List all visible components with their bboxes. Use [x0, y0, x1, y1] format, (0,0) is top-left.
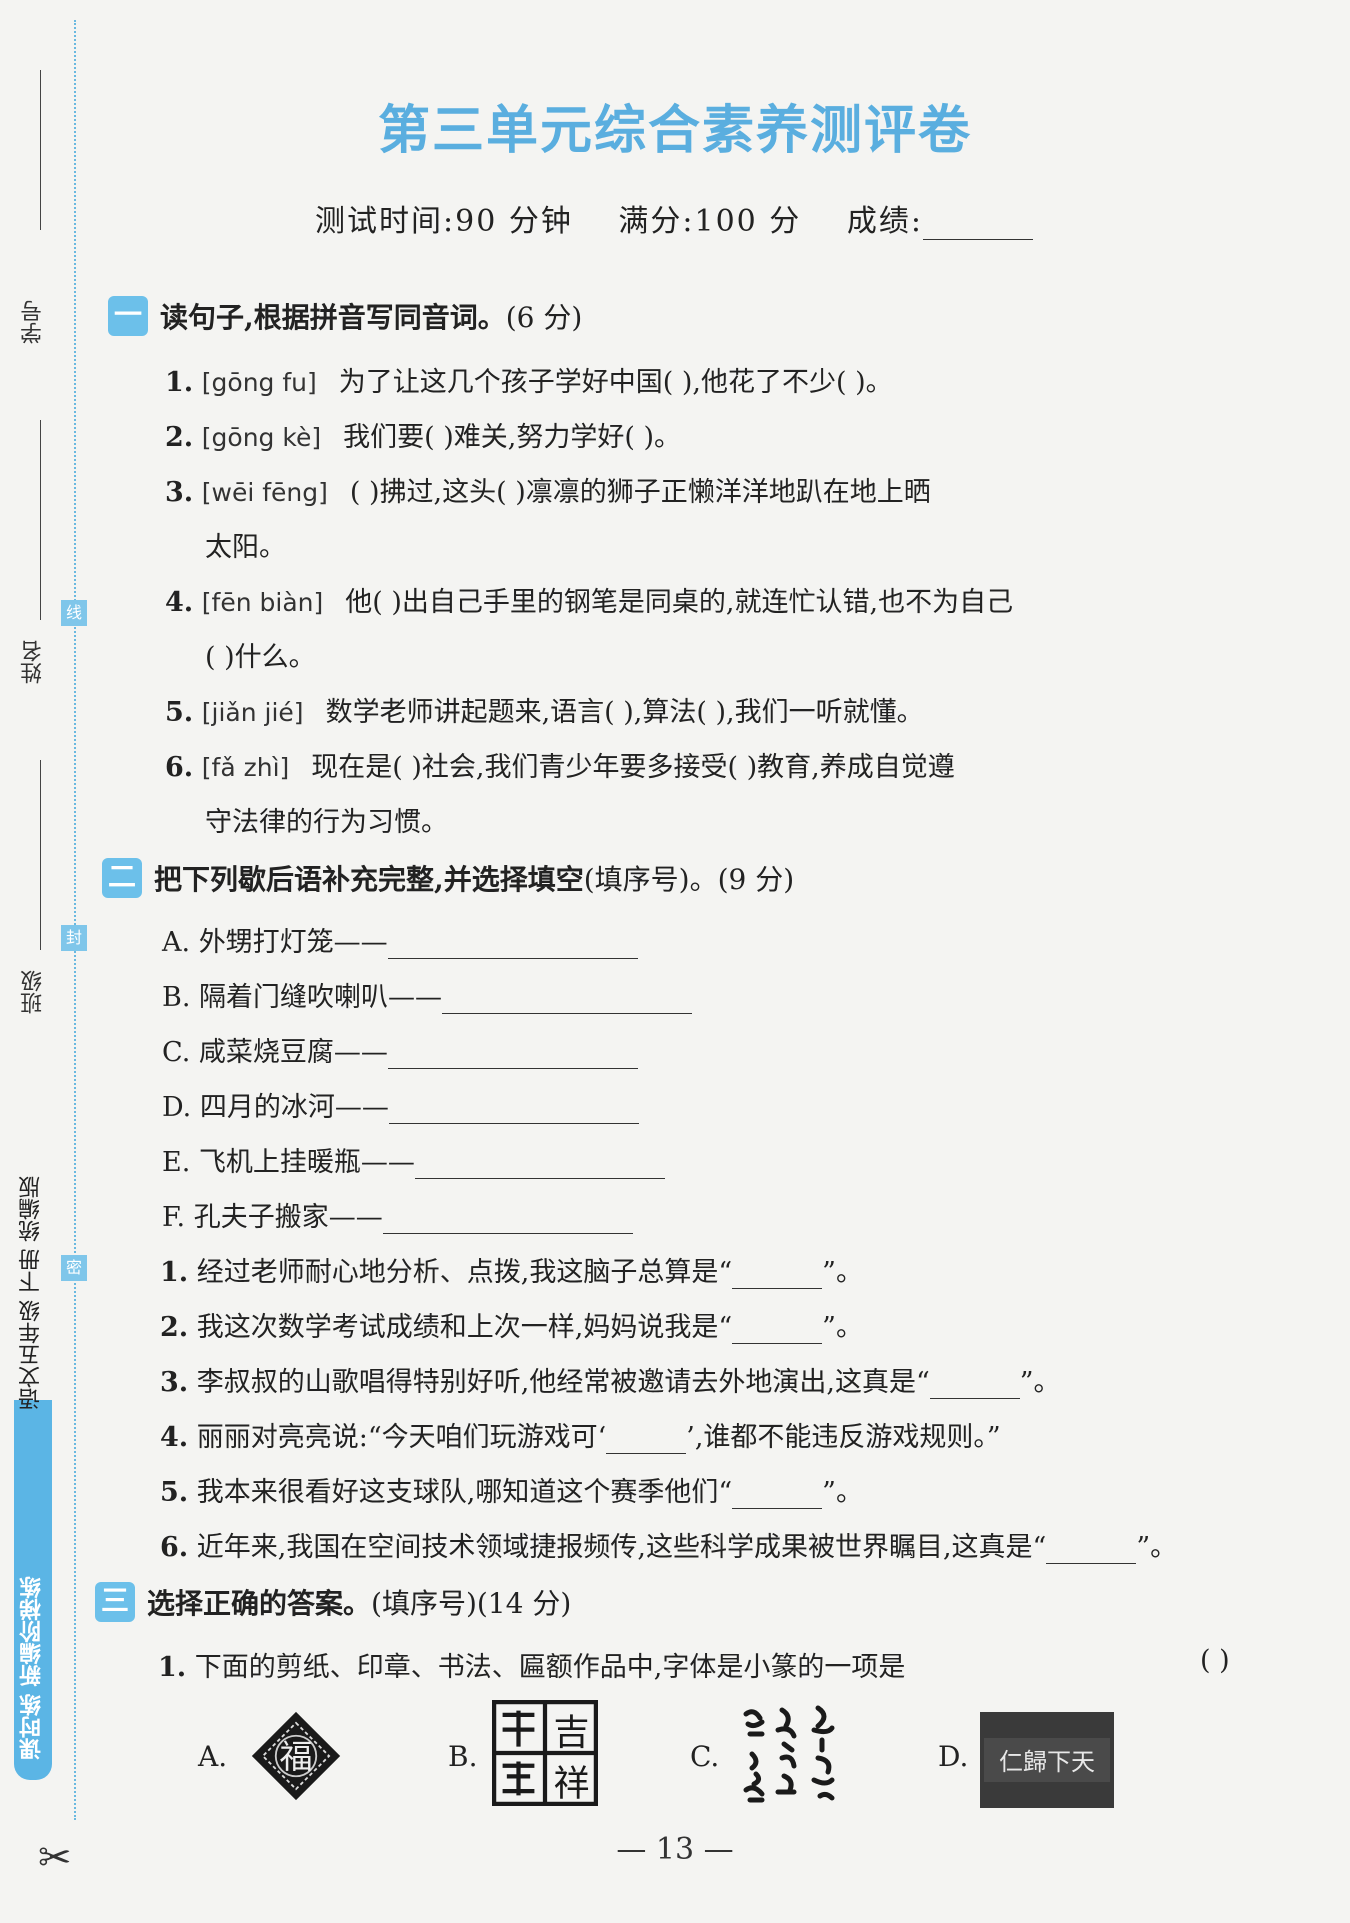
papercut-character: 福 [279, 1737, 312, 1776]
section-3-heading: 三 选择正确的答案。 (填序号)(14 分) [95, 1582, 571, 1622]
choice-b-label[interactable]: B. [448, 1740, 478, 1773]
s1-item-1: 1. [gōng fu]为了让这几个孩子学好中国( ),他花了不少( )。 [165, 367, 893, 398]
cut-tag-line: 线 [61, 600, 87, 626]
name-line [40, 420, 41, 620]
s2-item-6-blank[interactable] [1046, 1541, 1137, 1564]
page-title: 第三单元综合素养测评卷 [377, 100, 972, 161]
s3-question-1-answer[interactable]: ( ) [1200, 1645, 1230, 1676]
binding-margin: 学号 姓名 班级 线 封 密 语文五年级 下册 统编版 课时练 新编阶梯练 ✂ [0, 0, 87, 1923]
s2-item-4: 4. 丽丽对亮亮说:“今天咱们玩游戏可‘’,谁都不能违反游戏规则。” [160, 1422, 1001, 1454]
brand-text: 语文五年级 下册 统编版 [19, 1176, 44, 1410]
s2-item-2: 2. 我这次数学考试成绩和上次一样,妈妈说我是“”。 [160, 1312, 863, 1344]
s1-item-3-cont: 太阳。 [205, 532, 286, 563]
section-2-title: 把下列歇后语补充完整,并选择填空 [154, 863, 584, 896]
s1-item-2: 2. [gōng kè]我们要( )难关,努力学好( )。 [165, 422, 681, 453]
class-line [40, 760, 41, 950]
s2-option-b-blank[interactable] [442, 991, 693, 1014]
s3-question-1: 1. 下面的剪纸、印章、书法、匾额作品中,字体是小篆的一项是 [158, 1652, 906, 1683]
plaque-text: 仁歸下天 [999, 1748, 1095, 1776]
s2-option-d: D. 四月的冰河—— [162, 1085, 639, 1124]
brand-band [14, 1400, 52, 1780]
section-2-sub: (填序号)。(9 分) [583, 863, 795, 896]
s2-option-c-blank[interactable] [387, 1046, 638, 1069]
papercut-fu-image: 福 [251, 1711, 341, 1801]
full-score-label: 满分:100 分 [618, 204, 802, 239]
s1-item-4-cont: ( )什么。 [205, 642, 316, 673]
score-label: 成绩: [846, 204, 923, 239]
time-label: 测试时间:90 分钟 [315, 204, 573, 239]
cut-line [74, 20, 76, 1820]
choice-d-label[interactable]: D. [938, 1740, 969, 1773]
s1-item-6: 6. [fǎ zhì]现在是( )社会,我们青少年要多接受( )教育,养成自觉遵 [165, 752, 955, 783]
student-no-label: 学号 [21, 300, 46, 344]
plaque-image: 仁歸下天 [980, 1712, 1114, 1808]
section-1-title: 读句子,根据拼音写同音词。 [160, 301, 506, 334]
section-1-heading: 一 读句子,根据拼音写同音词。 (6 分) [108, 296, 582, 336]
s2-item-4-blank[interactable] [606, 1431, 687, 1454]
exam-meta: 测试时间:90 分钟 满分:100 分 成绩: [315, 196, 1067, 240]
seal-character-1: 吉 [553, 1713, 589, 1754]
student-no-line [40, 70, 41, 230]
page-number: — 13 — [616, 1832, 734, 1867]
section-3-title: 选择正确的答案。 [147, 1587, 372, 1620]
s3-image-choices: A. 福 B. 吉 祥 C. [0, 1700, 1350, 1810]
choice-c-label[interactable]: C. [690, 1740, 720, 1773]
section-2-heading: 二 把下列歇后语补充完整,并选择填空 (填序号)。(9 分) [102, 858, 794, 898]
s2-item-2-blank[interactable] [732, 1321, 823, 1344]
section-2-badge: 二 [102, 858, 142, 898]
s2-option-d-blank[interactable] [388, 1101, 639, 1124]
scissors-icon: ✂ [38, 1835, 72, 1881]
s2-option-e: E. 飞机上挂暖瓶—— [162, 1140, 665, 1179]
s2-option-a-blank[interactable] [387, 936, 638, 959]
section-3-sub: (填序号)(14 分) [371, 1587, 572, 1620]
s2-item-5: 5. 我本来很看好这支球队,哪知道这个赛季他们“”。 [160, 1477, 863, 1509]
cut-tag-secret: 密 [61, 1255, 87, 1281]
s2-option-a: A. 外甥打灯笼—— [162, 920, 638, 959]
s2-option-c: C. 咸菜烧豆腐—— [162, 1030, 638, 1069]
choice-a-label[interactable]: A. [198, 1740, 228, 1773]
section-1-badge: 一 [108, 296, 148, 336]
name-label: 姓名 [21, 640, 46, 684]
s1-item-4: 4. [fēn biàn]他( )出自己手里的钢笔是同桌的,就连忙认错,也不为自… [165, 587, 1014, 618]
s2-option-e-blank[interactable] [414, 1156, 665, 1179]
s2-item-3-blank[interactable] [929, 1376, 1020, 1399]
s2-option-f-blank[interactable] [382, 1211, 633, 1234]
section-3-badge: 三 [95, 1582, 135, 1622]
calligraphy-image [743, 1705, 835, 1803]
s1-item-6-cont: 守法律的行为习惯。 [205, 807, 448, 838]
s1-item-5: 5. [jiǎn jié]数学老师讲起题来,语言( ),算法( ),我们一听就懂… [165, 697, 924, 728]
seal-character-2: 祥 [553, 1763, 589, 1804]
s2-item-5-blank[interactable] [732, 1486, 823, 1509]
s2-item-1: 1. 经过老师耐心地分析、点拨,我这脑子总算是“”。 [160, 1257, 863, 1289]
s2-item-3: 3. 李叔叔的山歌唱得特别好听,他经常被邀请去外地演出,这真是“”。 [160, 1367, 1061, 1399]
s2-item-1-blank[interactable] [732, 1266, 823, 1289]
score-blank[interactable] [922, 209, 1033, 240]
s2-option-f: F. 孔夫子搬家—— [162, 1195, 633, 1234]
seal-jixiang-image: 吉 祥 [492, 1700, 598, 1806]
s2-option-b: B. 隔着门缝吹喇叭—— [162, 975, 693, 1014]
section-1-points: (6 分) [505, 301, 583, 334]
s2-item-6: 6. 近年来,我国在空间技术领域捷报频传,这些科学成果被世界瞩目,这真是“”。 [160, 1532, 1178, 1564]
cut-tag-seal: 封 [61, 925, 87, 951]
s1-item-3: 3. [wēi fēng]( )拂过,这头( )凛凛的狮子正懒洋洋地趴在地上晒 [165, 477, 931, 508]
class-label: 班级 [21, 970, 46, 1014]
